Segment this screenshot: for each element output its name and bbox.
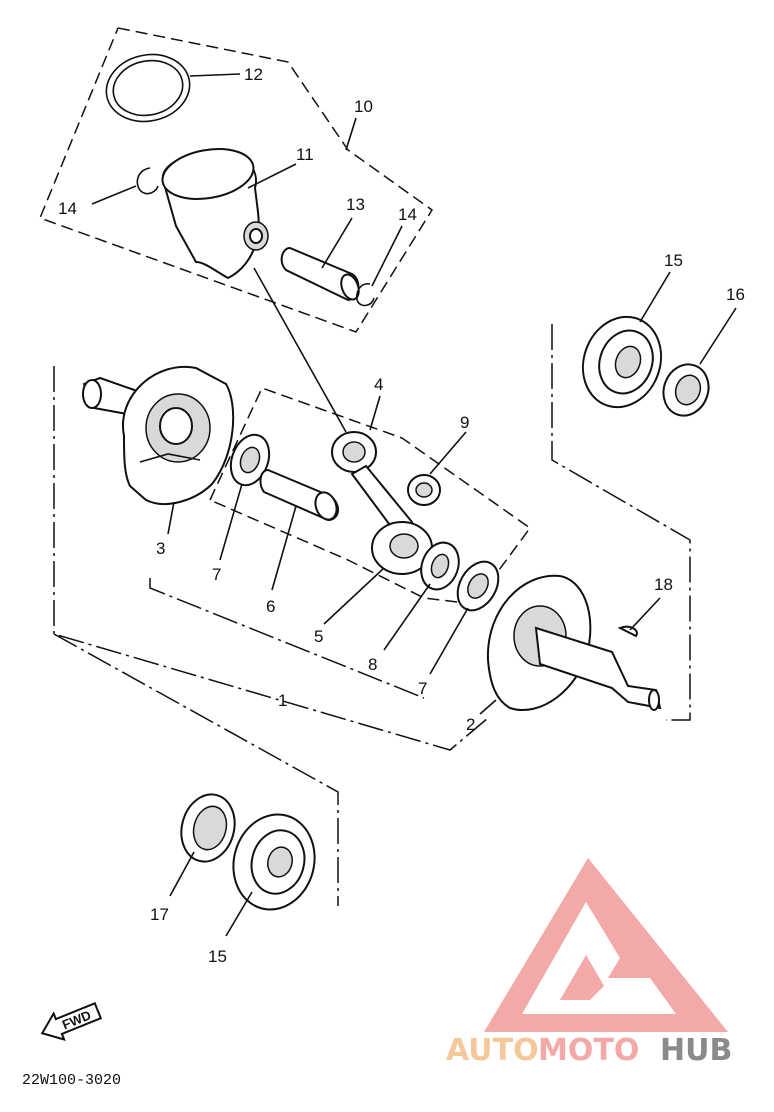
thrust-washer-right — [456, 560, 500, 612]
callout-15-right: 15 — [664, 251, 683, 270]
callout-5: 5 — [314, 627, 323, 646]
logo-triangle-inner — [522, 902, 676, 1014]
callout-13: 13 — [346, 195, 365, 214]
callout-8: 8 — [368, 655, 377, 674]
callout-9: 9 — [460, 413, 469, 432]
crankshaft-assembly-outline — [53, 366, 489, 751]
piston-guide-line — [253, 267, 347, 433]
oil-seal-right — [662, 363, 710, 417]
callout-14-right: 14 — [398, 205, 417, 224]
callout-labels: 12 10 11 14 13 14 15 16 4 9 3 7 6 5 8 1 … — [58, 65, 745, 966]
piston — [161, 148, 269, 280]
callout-7-left: 7 — [212, 565, 221, 584]
right-bearing-boundary — [551, 324, 691, 721]
circlip-left — [136, 167, 159, 195]
piston-pin — [280, 246, 360, 302]
piston-ring — [105, 53, 191, 123]
callout-11: 11 — [296, 145, 314, 164]
crank-left-half — [82, 365, 235, 505]
callout-10: 10 — [354, 97, 373, 116]
callout-4: 4 — [374, 375, 383, 394]
crank-right-half — [486, 574, 662, 711]
callout-15-left: 15 — [208, 947, 227, 966]
callout-14-left: 14 — [58, 199, 77, 218]
leader-lines — [91, 73, 737, 937]
callout-7-right: 7 — [418, 679, 427, 698]
big-end-bearing — [420, 541, 460, 591]
assembly-outline-inner — [149, 578, 425, 699]
callout-17: 17 — [150, 905, 169, 924]
callout-3: 3 — [156, 539, 165, 558]
fwd-arrow: FWD — [40, 1002, 103, 1041]
logo-triangle-core — [560, 955, 604, 1000]
piston-group-boundary — [39, 27, 434, 333]
diagram-code: 22W100-3020 — [22, 1072, 121, 1089]
callout-18: 18 — [654, 575, 673, 594]
logo-text-moto: MOTO — [538, 1033, 639, 1068]
small-end-bearing — [407, 474, 441, 506]
watermark-logo: AUTO MOTO HUB — [446, 858, 732, 1068]
oil-seal-left — [180, 793, 236, 863]
woodruff-key — [617, 625, 638, 638]
callout-2: 2 — [466, 715, 475, 734]
callout-6: 6 — [266, 597, 275, 616]
callout-16: 16 — [726, 285, 745, 304]
main-bearing-right — [581, 315, 663, 409]
crank-assembly-boundary — [209, 387, 532, 605]
main-bearing-left — [232, 813, 316, 911]
circlip-right — [355, 283, 375, 307]
crank-pin — [259, 468, 339, 522]
thrust-washer-left — [229, 433, 271, 487]
logo-text-auto: AUTO — [446, 1033, 539, 1068]
callout-12: 12 — [244, 65, 263, 84]
left-bearing-boundary — [53, 633, 339, 906]
logo-text-hub: HUB — [660, 1033, 732, 1068]
callout-1: 1 — [278, 691, 287, 710]
